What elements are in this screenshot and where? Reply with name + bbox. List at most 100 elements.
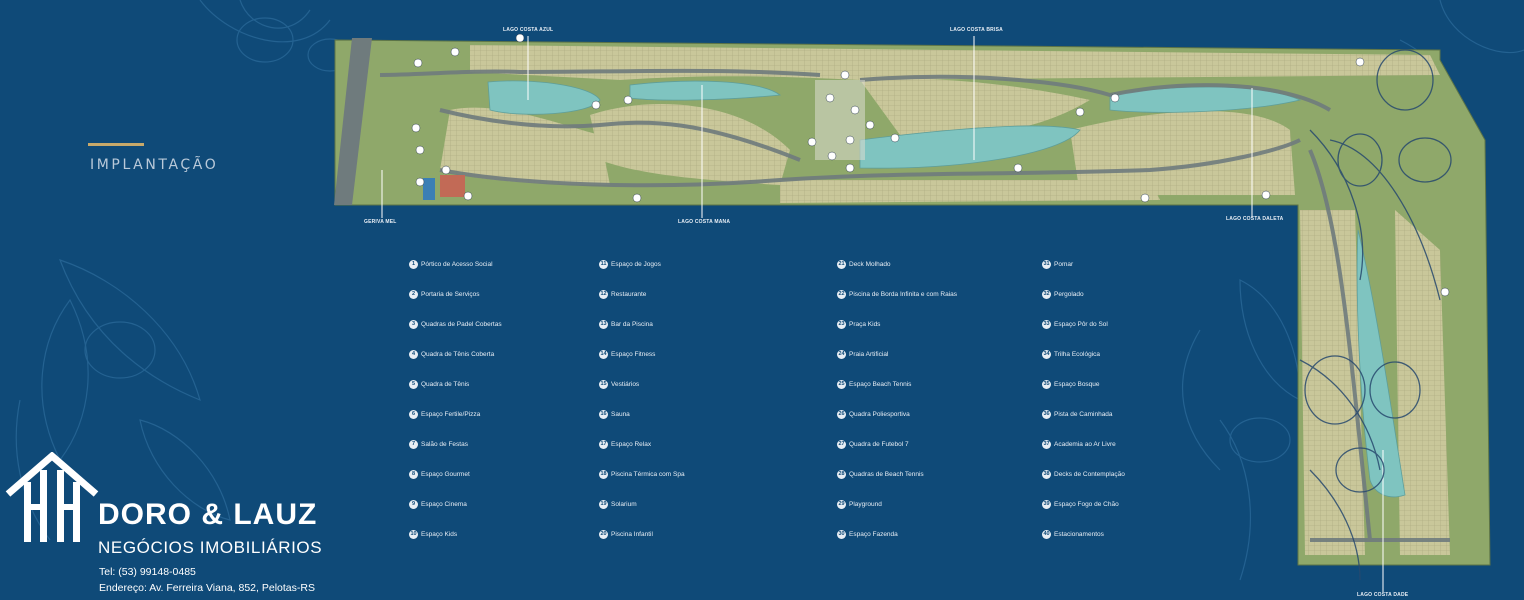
legend-label: Piscina Infantil [611, 530, 653, 538]
legend-number-badge: 15 [599, 379, 608, 389]
legend-number-badge: 7 [409, 439, 418, 449]
legend-number-badge: 34 [1042, 349, 1051, 359]
legend-label: Trilha Ecológica [1054, 350, 1101, 358]
legend-label: Pomar [1054, 260, 1074, 268]
lot-band-right [1070, 111, 1295, 195]
lake-label-costa-daleta: LAGO COSTA DALETA [1226, 216, 1284, 222]
legend-number-badge: 8 [409, 469, 418, 479]
lake-label-costa-brisa: LAGO COSTA BRISA [950, 27, 1003, 33]
legend-label: Portaria de Serviços [421, 290, 480, 298]
legend-label: Quadra Poliesportiva [849, 410, 910, 418]
legend-number-badge: 26 [837, 409, 846, 419]
legend-label: Decks de Contemplação [1054, 470, 1125, 478]
brand-tagline: NEGÓCIOS IMOBILIÁRIOS [98, 538, 323, 557]
legend-number-badge: 2 [409, 289, 418, 299]
legend-label: Piscina de Borda Infinita e com Raias [849, 290, 958, 298]
heading-accent-bar [88, 143, 144, 146]
legend-number-badge: 3 [409, 319, 418, 329]
legend-number-badge: 19 [599, 499, 608, 509]
legend-label: Bar da Piscina [611, 320, 653, 328]
legend-label: Playground [849, 500, 882, 508]
legend-label: Quadra de Tênis Coberta [421, 350, 495, 358]
legend-number-badge: 29 [837, 499, 846, 509]
legend-number-badge: 30 [837, 529, 846, 539]
legend-label: Piscina Térmica com Spa [611, 470, 685, 478]
doro-lauz-logo-icon [5, 452, 99, 542]
legend-label: Pergolado [1054, 290, 1084, 298]
legend-number-badge: 40 [1042, 529, 1051, 539]
legend-number-badge: 11 [599, 259, 608, 269]
club-core-area [815, 80, 865, 160]
lake-label-geriva-mel: GERIVA MEL [364, 219, 397, 225]
legend-label: Espaço Beach Tennis [849, 380, 912, 388]
legend-number-badge: 1 [409, 259, 418, 269]
contact-phone: Tel: (53) 99148-0485 [99, 566, 196, 578]
legend-label: Espaço Fertile/Pizza [421, 410, 481, 418]
legend-label: Salão de Festas [421, 440, 468, 448]
legend-label: Espaço Pôr do Sol [1054, 320, 1108, 328]
legend-number-badge: 14 [599, 349, 608, 359]
legend-label: Espaço Kids [421, 530, 458, 538]
legend-number-badge: 21 [837, 259, 846, 269]
legend-number-badge: 28 [837, 469, 846, 479]
legend-number-badge: 22 [837, 289, 846, 299]
legend-number-badge: 9 [409, 499, 418, 509]
legend-number-badge: 27 [837, 439, 846, 449]
legend-label: Espaço Gourmet [421, 470, 470, 478]
legend-label: Sauna [611, 410, 630, 418]
legend-number-badge: 16 [599, 409, 608, 419]
legend-number-badge: 35 [1042, 379, 1051, 389]
legend-label: Quadras de Padel Cobertas [421, 320, 502, 328]
padel-courts [440, 175, 465, 197]
contact-address: Endereço: Av. Ferreira Viana, 852, Pelot… [99, 582, 315, 594]
legend-number-badge: 37 [1042, 439, 1051, 449]
lake-costa-azul [487, 80, 601, 115]
lake-costa-brisa [859, 125, 1081, 169]
legend-number-badge: 10 [409, 529, 418, 539]
legend-number-badge: 13 [599, 319, 608, 329]
legend-number-badge: 25 [837, 379, 846, 389]
legend-number-badge: 31 [1042, 259, 1051, 269]
legend-label: Pista de Caminhada [1054, 410, 1113, 418]
page-title: IMPLANTAÇÃO [90, 157, 219, 173]
legend-label: Academia ao Ar Livre [1054, 440, 1116, 448]
legend-number-badge: 4 [409, 349, 418, 359]
legend-number-badge: 23 [837, 319, 846, 329]
legend-label: Deck Molhado [849, 260, 891, 268]
legend-label: Espaço Bosque [1054, 380, 1100, 388]
legend-number-badge: 18 [599, 469, 608, 479]
legend-label: Espaço de Jogos [611, 260, 661, 268]
legend-number-badge: 17 [599, 439, 608, 449]
lake-label-costa-azul: LAGO COSTA AZUL [503, 27, 554, 33]
legend-number-badge: 5 [409, 379, 418, 389]
legend-label: Espaço Relax [611, 440, 652, 448]
legend-label: Espaço Fitness [611, 350, 656, 358]
legend-number-badge: 24 [837, 349, 846, 359]
tennis-court [423, 178, 435, 200]
